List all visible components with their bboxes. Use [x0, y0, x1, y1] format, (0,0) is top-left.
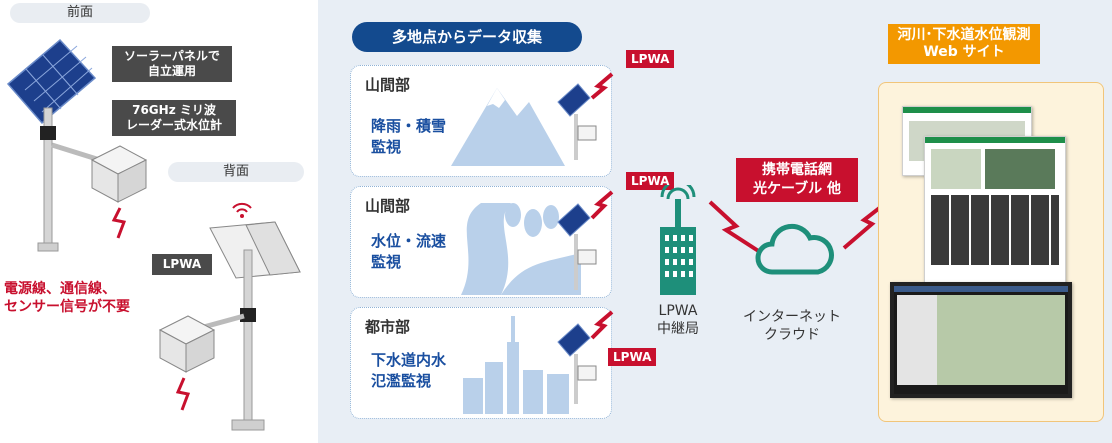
- solar-panel-icon: [557, 203, 597, 290]
- relay-label: LPWA 中継局: [657, 303, 699, 337]
- radar-label: 76GHz ミリ波 レーダー式水位計: [112, 100, 236, 136]
- river-icon: [461, 203, 581, 295]
- site-box-mountain-1: 山間部 降雨・積雪 監視: [350, 65, 612, 177]
- web-screenshot-monitor: [890, 282, 1072, 398]
- back-label: 背面: [168, 162, 304, 182]
- site-box-city: 都市部 下水道内水 氾濫監視: [350, 307, 612, 419]
- left-panel: 前面 ソーラーパネルで 自立運用 76GHz ミリ波 レーダー式水位計 背面: [0, 0, 318, 443]
- solar-label: ソーラーパネルで 自立運用: [112, 46, 232, 82]
- collect-title: 多地点からデータ収集: [352, 22, 582, 52]
- site-desc: 下水道内水 氾濫監視: [371, 351, 447, 390]
- relay-station-icon: [660, 185, 696, 295]
- link-lightning-icon: [708, 200, 762, 254]
- cloud-label: インターネット クラウド: [743, 309, 841, 343]
- site-desc: 水位・流速 監視: [371, 232, 447, 271]
- site-desc: 降雨・積雪 監視: [371, 117, 447, 156]
- site-title: 都市部: [365, 318, 411, 336]
- site-title: 山間部: [365, 76, 411, 94]
- wifi-icon: [232, 202, 252, 213]
- site-sensor-illustrations: [557, 72, 614, 404]
- lpwa-tag-3: LPWA: [608, 348, 657, 366]
- network-label: 携帯電話網 光ケーブル 他: [736, 158, 858, 202]
- web-screenshot-2: [924, 136, 1066, 286]
- web-title: 河川･下水道水位観測 Web サイト: [888, 24, 1040, 64]
- back-lpwa-label: LPWA: [152, 254, 212, 275]
- site-box-mountain-2: 山間部 水位・流速 監視: [350, 186, 612, 298]
- front-label: 前面: [10, 3, 150, 23]
- lpwa-tag-2: LPWA: [626, 172, 675, 190]
- solar-panel-icon: [6, 38, 97, 125]
- front-pole-illustration: [6, 38, 148, 252]
- solar-panel-icon: [557, 83, 597, 160]
- back-pole-illustration: [158, 202, 301, 431]
- cloud-icon: [755, 223, 834, 275]
- solar-panel-icon: [557, 323, 597, 404]
- city-icon: [463, 316, 569, 414]
- right-panel: 多地点からデータ収集 山間部 降雨・積雪 監視 山間部 水位・流速 監視 都市部…: [318, 0, 1112, 443]
- mountain-icon: [451, 88, 565, 166]
- site-title: 山間部: [365, 197, 411, 215]
- lpwa-tag-1: LPWA: [626, 50, 675, 68]
- no-wiring-note: 電源線、通信線、 センサー信号が不要: [4, 281, 130, 315]
